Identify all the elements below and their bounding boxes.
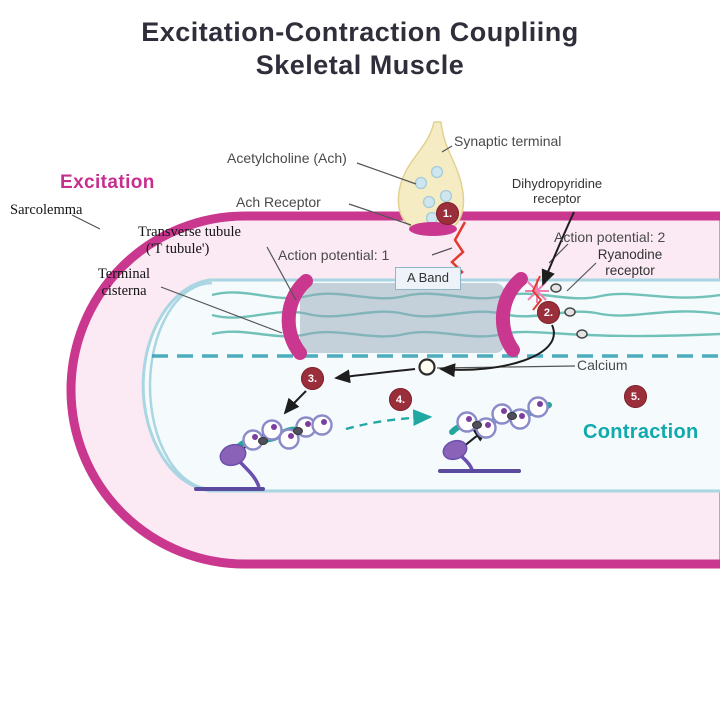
action-potential-zigzag-2 [531, 275, 543, 311]
step-badge-3: 3. [301, 367, 324, 390]
transverse-tubule-line1: Transverse tubule [138, 224, 241, 240]
synaptic-terminal-label: Synaptic terminal [454, 133, 562, 149]
title-line1: Excitation-Contraction Coupliing [141, 17, 579, 47]
ryanodine-line1: Ryanodine [597, 247, 663, 262]
ryanodine-line2: receptor [605, 262, 655, 278]
terminal-cisterna-line2: cisterna [101, 282, 147, 299]
dihydropyridine-label: Dihydropyridine receptor [494, 176, 620, 207]
action-potential-2-label: Action potential: 2 [554, 229, 666, 245]
terminal-cisterna-label: Terminal cisterna [86, 266, 162, 299]
sarcolemma-label: Sarcolemma [10, 202, 83, 218]
transverse-tubule-line2: ('T tubule') [146, 240, 210, 257]
pointer-lines [71, 145, 597, 369]
a-band-region [300, 283, 505, 353]
page-title: Excitation-Contraction Coupliing Skeleta… [0, 16, 720, 82]
step-badge-2: 2. [537, 301, 560, 324]
acetylcholine-label: Acetylcholine (Ach) [227, 150, 347, 166]
ryanodine-receptor-beads [550, 283, 588, 339]
actin-filament-left [233, 414, 333, 452]
flow-arrows [242, 211, 575, 450]
transverse-tubule-label: Transverse tubule ('T tubule') [138, 224, 241, 257]
action-potential-1-label: Action potential: 1 [278, 247, 390, 263]
calcium-label: Calcium [577, 357, 628, 373]
ach-receptor-patch [409, 222, 457, 236]
a-band-label: A Band [395, 267, 461, 290]
excitation-label: Excitation [60, 172, 155, 193]
step-badge-4: 4. [389, 388, 412, 411]
cylinder-cap-line [148, 281, 213, 491]
myosin-right [438, 439, 521, 473]
terminal-cisterna-line1: Terminal [97, 266, 151, 282]
dihydropyridine-line1: Dihydropyridine [511, 176, 603, 191]
terminal-cisterna-left [281, 274, 313, 360]
dihydropyridine-line2: receptor [533, 190, 581, 206]
myosin-left [194, 443, 265, 491]
calcium-ion [418, 358, 436, 376]
terminal-cisterna-right [495, 272, 528, 357]
ryanodine-label: Ryanodine receptor [584, 247, 676, 278]
actin-filament-right [449, 396, 552, 439]
title-line2: Skeletal Muscle [255, 49, 465, 80]
step-badge-1: 1. [436, 202, 459, 225]
sliding-dashed-arrow [345, 409, 433, 431]
contraction-label: Contraction [583, 421, 699, 443]
step-badge-5: 5. [624, 385, 647, 408]
ach-receptor-label: Ach Receptor [236, 194, 321, 210]
